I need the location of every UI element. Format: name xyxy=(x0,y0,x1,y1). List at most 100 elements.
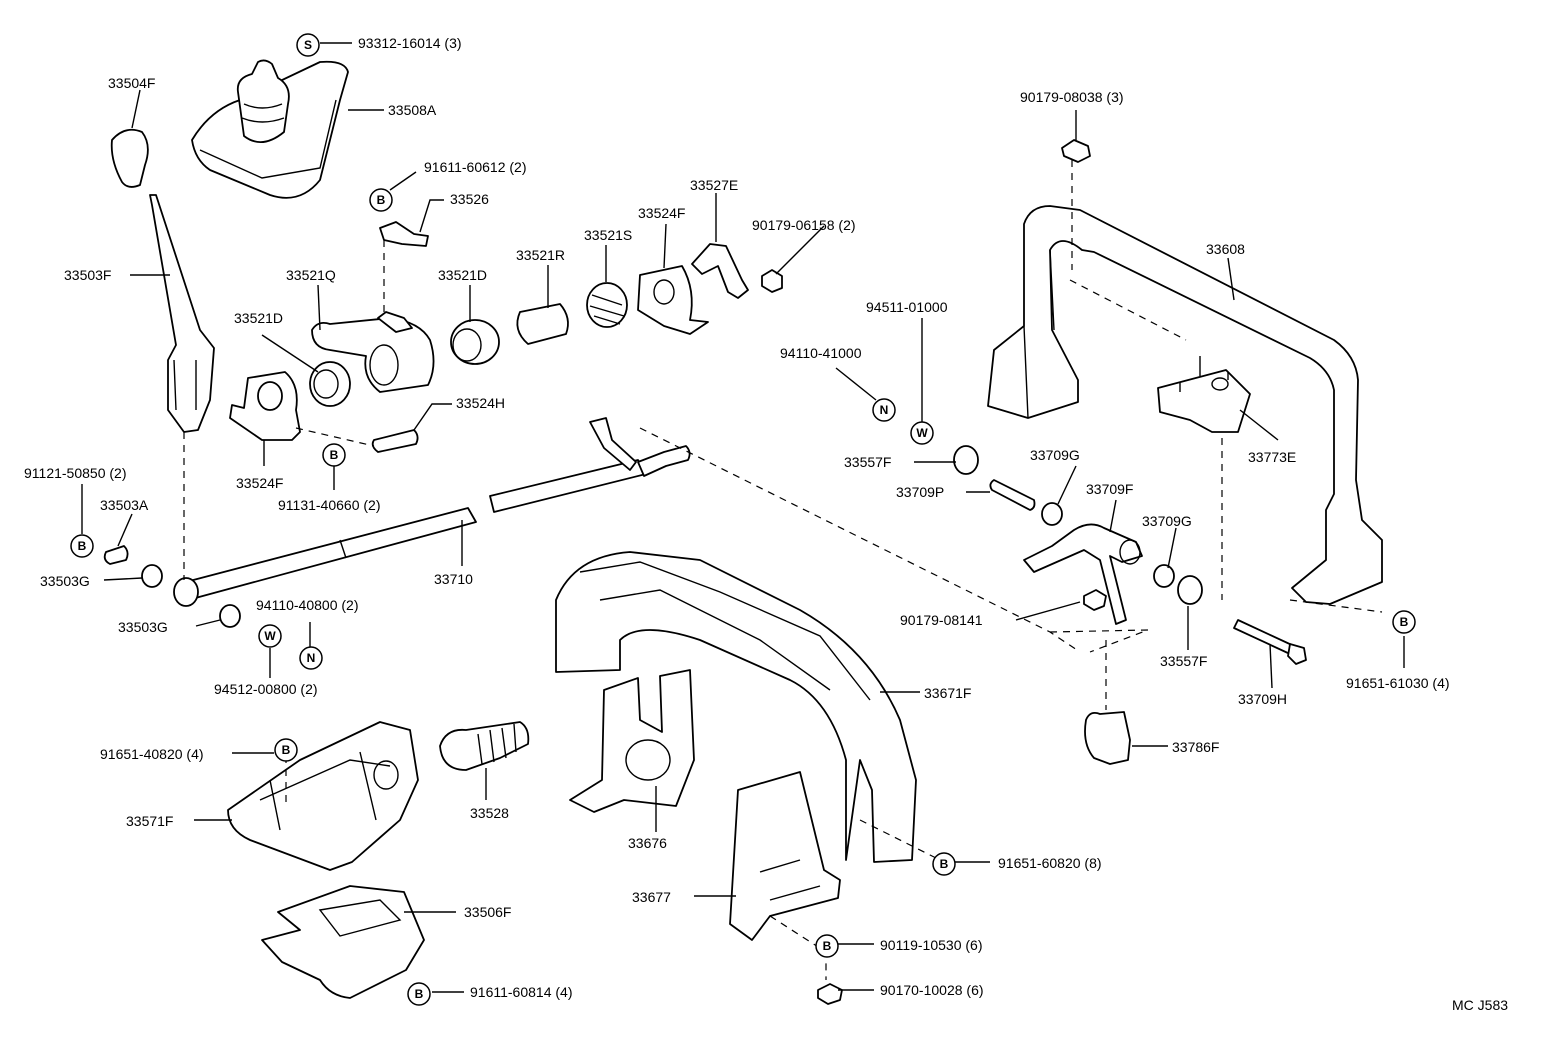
bushing-33557F-upper xyxy=(953,445,979,475)
bracket-33677 xyxy=(729,771,841,941)
label-33526: 33526 xyxy=(450,191,489,207)
bushing-33503G-upper xyxy=(141,564,163,588)
label-90170-10028: 90170-10028 (6) xyxy=(880,982,984,998)
nut-90179-08038 xyxy=(1061,139,1091,163)
shift-lever xyxy=(149,194,215,433)
bracket-33524F-right xyxy=(637,265,709,335)
svg-text:S: S xyxy=(304,38,312,52)
label-94512-00800: 94512-00800 (2) xyxy=(214,681,318,697)
pin-33524H xyxy=(371,429,419,453)
label-33676: 33676 xyxy=(628,835,667,851)
plate-33506F xyxy=(261,885,425,999)
label-33773E: 33773E xyxy=(1248,449,1296,465)
symbol-s-93312: S xyxy=(296,33,320,57)
svg-text:B: B xyxy=(282,743,291,757)
label-94511-01000: 94511-01000 xyxy=(866,299,948,315)
housing-33521Q xyxy=(311,311,435,393)
label-33503G-upper: 33503G xyxy=(40,573,90,589)
svg-text:B: B xyxy=(377,193,386,207)
label-33786F: 33786F xyxy=(1172,739,1219,755)
label-91121-50850: 91121-50850 (2) xyxy=(24,465,126,481)
label-33571F: 33571F xyxy=(126,813,173,829)
label-33524H: 33524H xyxy=(456,395,505,411)
symbol-b-91131: B xyxy=(322,443,346,467)
label-33527E: 33527E xyxy=(690,177,738,193)
svg-text:B: B xyxy=(823,939,832,953)
svg-text:W: W xyxy=(916,426,928,440)
label-33521R: 33521R xyxy=(516,247,565,263)
leader-lines xyxy=(81,42,1405,993)
label-91651-61030: 91651-61030 (4) xyxy=(1346,675,1450,691)
label-33557F-lower: 33557F xyxy=(1160,653,1207,669)
label-33608: 33608 xyxy=(1206,241,1245,257)
svg-text:B: B xyxy=(415,987,424,1001)
label-33524F-left: 33524F xyxy=(236,475,283,491)
label-33506F: 33506F xyxy=(464,904,511,920)
svg-text:N: N xyxy=(307,651,316,665)
bushing-33503A xyxy=(103,545,129,565)
bushing-33521D-right xyxy=(450,319,500,365)
boot-33528 xyxy=(439,721,530,771)
label-90119-10530: 90119-10530 (6) xyxy=(880,937,982,953)
svg-text:N: N xyxy=(880,403,889,417)
dashed-lines xyxy=(183,160,1383,980)
label-90179-06158: 90179-06158 (2) xyxy=(752,217,856,233)
bracket-33571F xyxy=(227,721,419,871)
label-33503G-lower: 33503G xyxy=(118,619,168,635)
label-33504F: 33504F xyxy=(108,75,155,91)
symbol-w-94511: W xyxy=(910,421,934,445)
label-91651-60820: 91651-60820 (8) xyxy=(998,855,1102,871)
label-33521D-right: 33521D xyxy=(438,267,487,283)
nut-90170-10028 xyxy=(817,983,843,1005)
symbol-n-94110-41000: N xyxy=(872,398,896,422)
label-93312-16014: 93312-16014 (3) xyxy=(358,35,462,51)
shift-rod-33710 xyxy=(173,417,691,607)
label-33524F-right: 33524F xyxy=(638,205,685,221)
label-94110-40800: 94110-40800 (2) xyxy=(256,597,358,613)
symbol-b-91611-60814: B xyxy=(407,982,431,1006)
shift-knob xyxy=(110,128,149,188)
label-91651-40820: 91651-40820 (4) xyxy=(100,746,204,762)
label-33709F: 33709F xyxy=(1086,481,1133,497)
nut-90179-08141 xyxy=(1083,589,1107,611)
label-91611-60814: 91611-60814 (4) xyxy=(470,984,572,1000)
bracket-33524F-left xyxy=(229,371,301,441)
label-33557F-upper: 33557F xyxy=(844,454,891,470)
crossbar-33608 xyxy=(987,205,1383,605)
plate-33526 xyxy=(379,221,429,247)
bushing-33503G-lower xyxy=(219,604,241,628)
label-33709G-lower: 33709G xyxy=(1142,513,1192,529)
symbol-b-91651-40820: B xyxy=(274,738,298,762)
cover-33786F xyxy=(1084,711,1131,765)
spring-33521S xyxy=(586,282,628,328)
bolt-33709H xyxy=(1233,619,1307,665)
symbol-b-91121: B xyxy=(70,534,94,558)
symbol-b-90119: B xyxy=(815,934,839,958)
symbol-w-94512: W xyxy=(258,624,282,648)
symbol-b-91651-60820: B xyxy=(932,852,956,876)
bushing-33521D-left xyxy=(309,361,351,407)
svg-text:B: B xyxy=(1400,615,1409,629)
bushing-33709G-upper xyxy=(1041,502,1063,526)
pin-33709P xyxy=(989,479,1036,511)
label-33709G-upper: 33709G xyxy=(1030,447,1080,463)
label-33521S: 33521S xyxy=(584,227,632,243)
label-94110-41000: 94110-41000 xyxy=(780,345,862,361)
bracket-33676 xyxy=(569,669,695,813)
crossmember-33671F xyxy=(555,551,917,863)
part-labels: 93312-16014 (3) 33504F 33508A 91611-6061… xyxy=(24,35,1508,1013)
symbol-n-94110-40800: N xyxy=(299,646,323,670)
label-33503F: 33503F xyxy=(64,267,111,283)
svg-text:B: B xyxy=(330,448,339,462)
diagram-code: MC J583 xyxy=(1452,997,1508,1013)
label-91131-40660: 91131-40660 (2) xyxy=(278,497,380,513)
label-33677: 33677 xyxy=(632,889,671,905)
lever-33709F xyxy=(1023,523,1143,625)
label-33521D-left: 33521D xyxy=(234,310,283,326)
label-33521Q: 33521Q xyxy=(286,267,336,283)
label-33709P: 33709P xyxy=(896,484,944,500)
label-33508A: 33508A xyxy=(388,102,437,118)
bracket-33773E xyxy=(1157,356,1251,433)
label-33709H: 33709H xyxy=(1238,691,1287,707)
